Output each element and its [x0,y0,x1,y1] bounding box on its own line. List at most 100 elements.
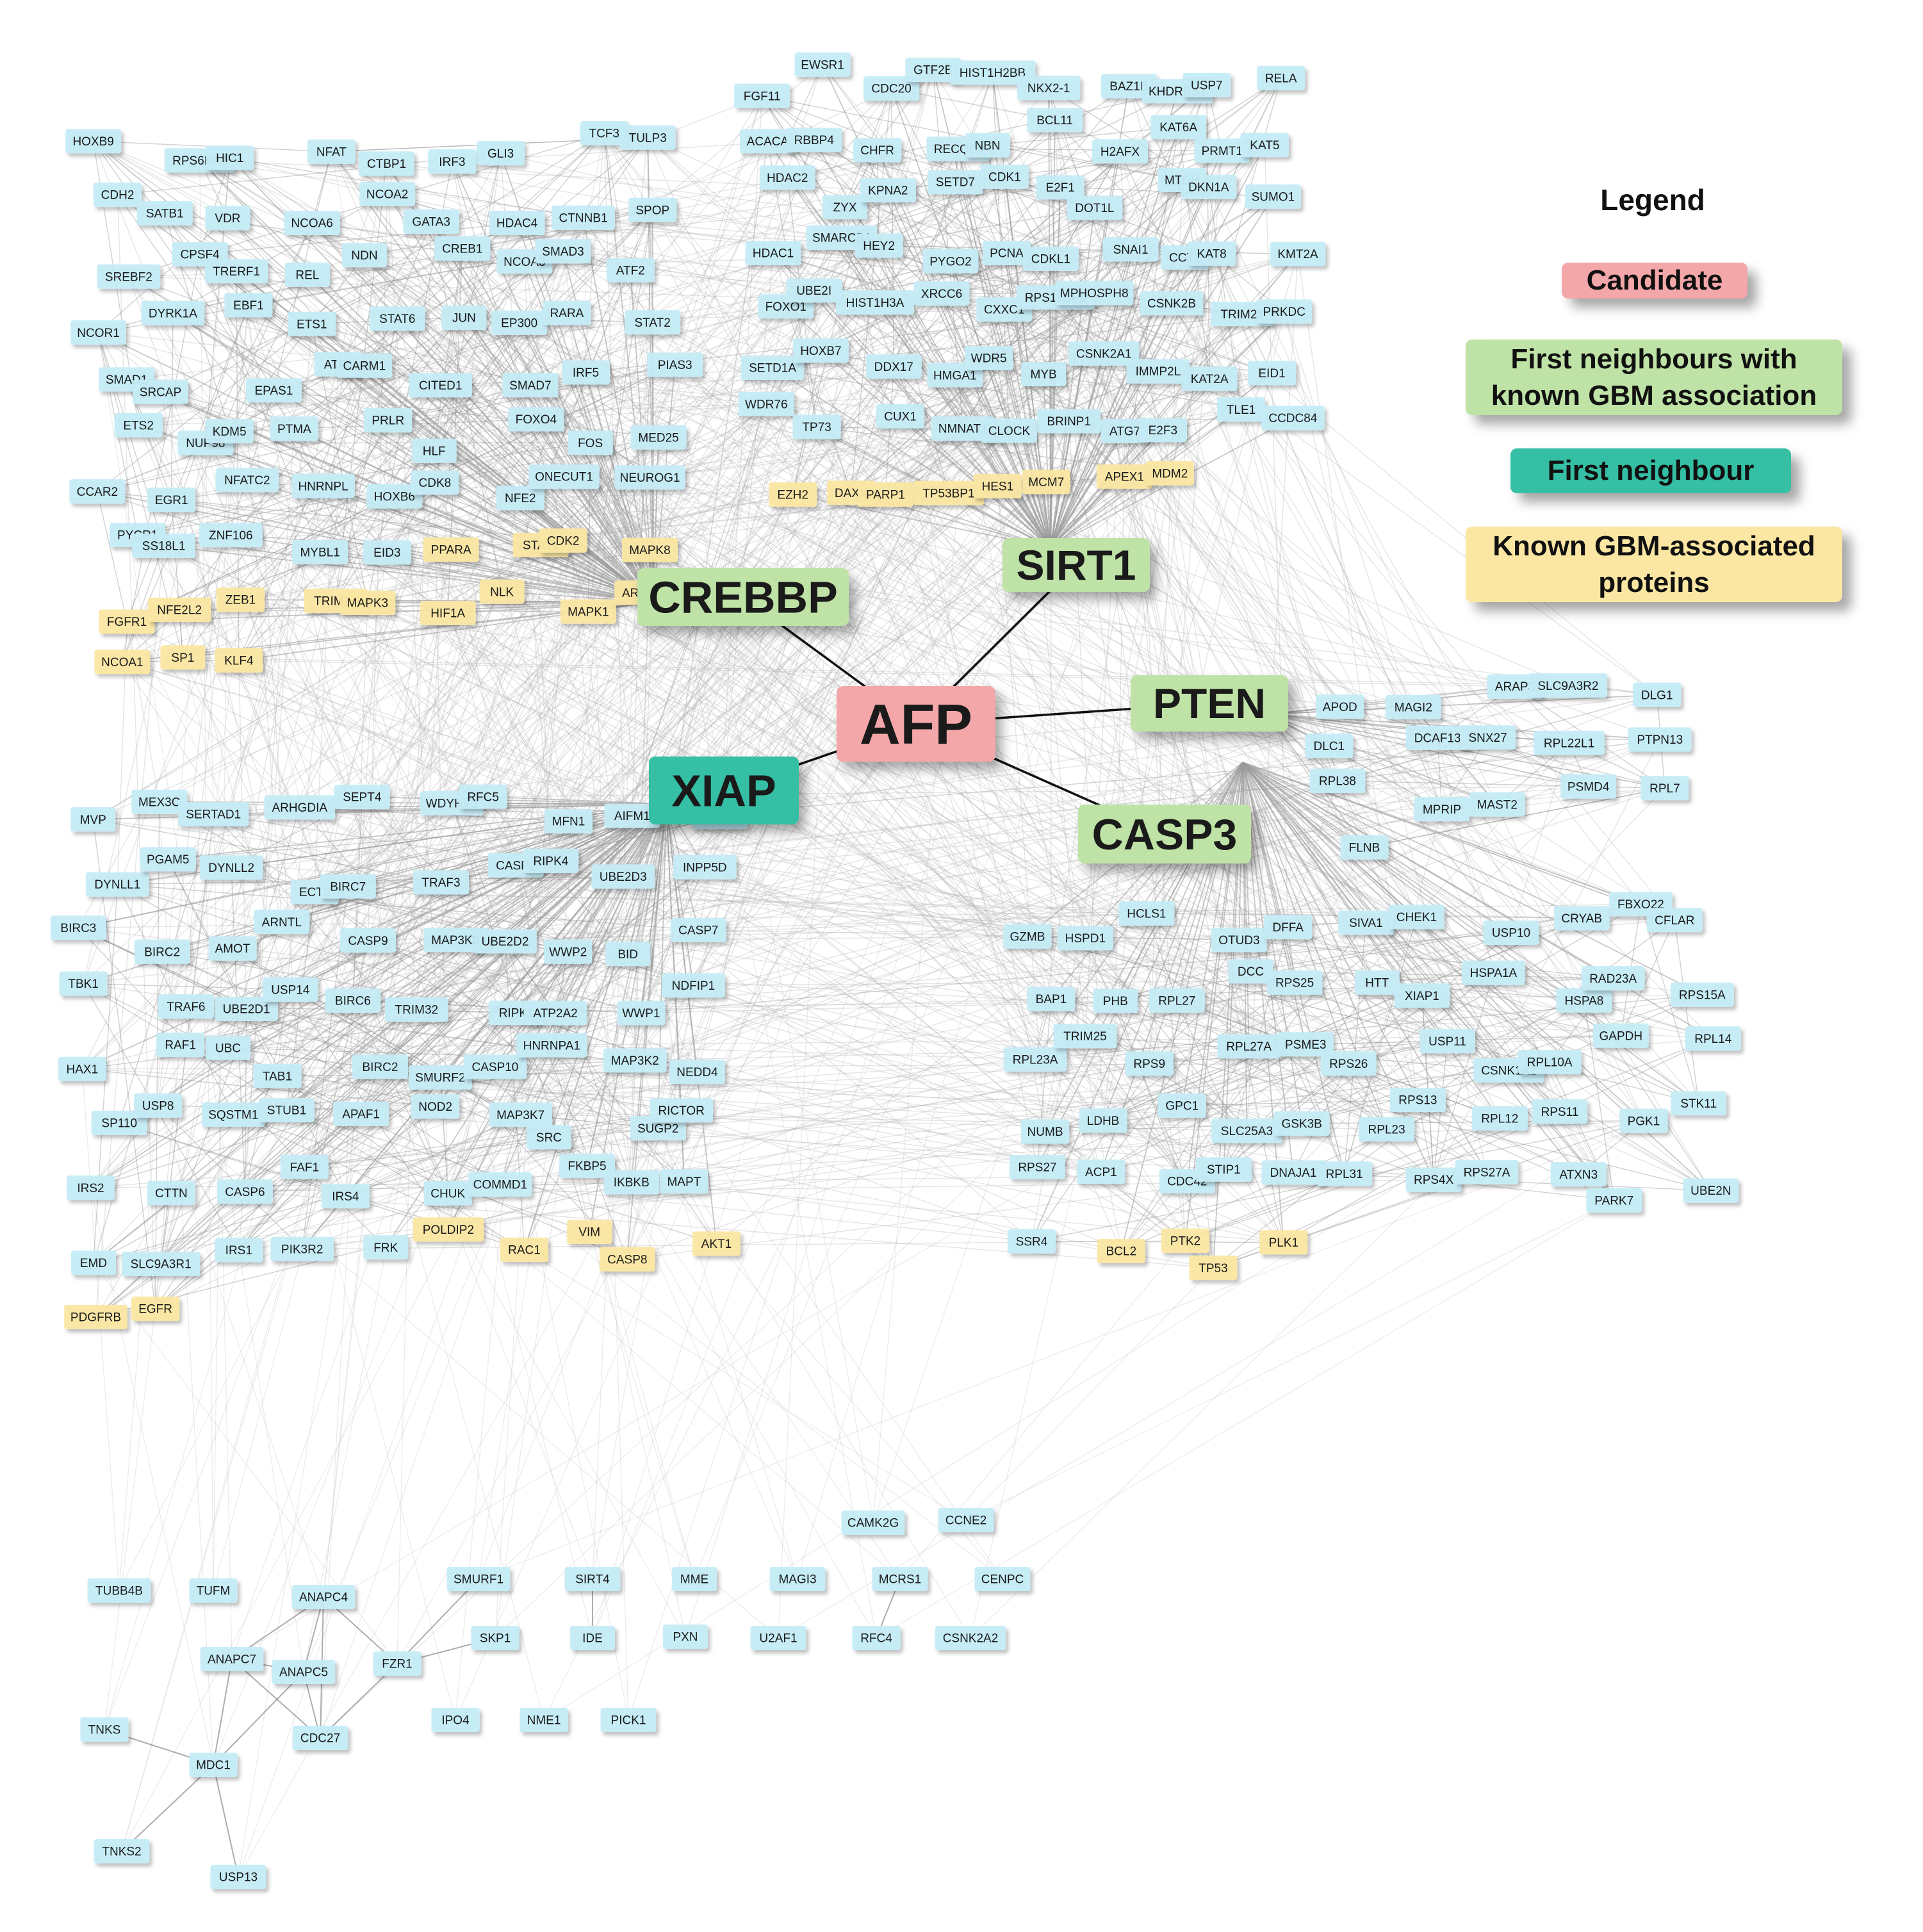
bg-edge [227,176,1005,1049]
protein-node: EID1 [1247,361,1297,386]
protein-node-box [428,149,477,174]
protein-node-box [284,210,340,235]
known-gbm-node: EZH2 [769,482,817,507]
cluster-edge [1242,762,1345,1174]
bg-edge [335,600,1214,1268]
protein-node-box [1534,730,1605,755]
protein-node: TRIM32 [384,997,448,1022]
protein-node-box [1017,76,1081,101]
intra-edge [205,158,231,443]
protein-node-label: DYRK1A [149,307,197,320]
bg-edge [98,332,1434,1181]
protein-node: KDM5 [205,419,254,444]
hub-node-casp3-label: CASP3 [1092,810,1238,859]
bg-edge [331,151,721,817]
protein-node: PGK1 [1619,1108,1668,1133]
bg-edge [965,1267,1214,1521]
intra-edge [1329,745,1498,805]
protein-node-label: RPS15A [1679,988,1726,1002]
bg-edge [997,486,1046,1132]
intra-edge [78,927,247,1010]
protein-node-box [516,1033,587,1058]
bg-edge [179,609,1003,1580]
protein-node: MAPT [660,1169,708,1194]
known-gbm-node-box [1097,1238,1145,1263]
intra-edge [230,317,464,536]
known-gbm-node-label: MAPK8 [629,544,670,557]
protein-node-label: SUGP2 [637,1122,678,1136]
protein-node-box [70,320,126,345]
protein-node-box [1305,733,1354,758]
protein-node: DFFA [1264,915,1313,940]
intra-edge [885,311,1285,495]
bg-edge [128,276,348,887]
legend-known-gbm-proteins: Known GBM-associated proteins [1466,527,1842,602]
protein-node-box [1217,1034,1281,1059]
protein-node-box [508,407,564,432]
cluster-edge [1242,762,1494,974]
cluster-edge [171,499,654,603]
intra-edge [1301,1040,1448,1124]
protein-node-box [502,373,559,398]
protein-node-label: HDAC2 [767,172,808,185]
intra-edge [1583,1000,1615,1200]
protein-node: REL [284,262,330,287]
protein-node-label: WWP2 [549,946,587,959]
protein-node: USP11 [1420,1029,1475,1054]
protein-node-label: SLC9A3R1 [131,1258,192,1272]
protein-node-label: NDFIP1 [672,979,716,993]
protein-node-label: RPL23A [1013,1053,1058,1067]
protein-node-box [1101,418,1149,443]
bg-edge [551,404,767,1045]
intra-edge [277,1076,448,1194]
protein-node-box [792,338,849,363]
protein-node: EGR1 [147,487,196,512]
protein-node: NFATC2 [215,468,279,493]
protein-node: PTPN13 [1628,727,1692,752]
bg-edge [213,385,531,1591]
bg-edge [315,891,1417,918]
intra-edge [1045,1131,1186,1241]
intra-edge [1103,196,1273,354]
protein-node: CHUK [423,1181,472,1206]
bg-edge [183,657,1387,1130]
protein-node: TBK1 [59,971,108,996]
protein-node-box [463,1054,527,1079]
protein-node-box [384,997,448,1022]
protein-node-box [630,425,687,450]
known-gbm-node-label: SP1 [171,651,194,665]
protein-node: MYBL1 [292,539,348,564]
protein-node: H2AFX [1092,139,1148,164]
bg-edge [685,482,1047,1637]
bg-edge [550,860,1240,940]
hub-node-crebbp: CREBBP [637,568,849,626]
known-gbm-node: PARP1 [857,482,913,507]
protein-node-label: EBF1 [233,299,264,313]
bg-edge [299,806,1045,1133]
protein-node-box [982,241,1031,266]
protein-node-box [794,52,851,77]
intra-edge [1366,922,1699,1104]
intra-edge [244,882,442,1192]
protein-node-label: USP7 [1191,79,1223,93]
protein-node: RPL7 [1641,776,1689,801]
bg-edge [304,257,1186,1168]
bg-edge [452,161,1185,258]
bg-edge [675,364,874,1523]
known-gbm-node-label: PPARA [431,544,471,557]
protein-node-box [1670,982,1734,1007]
protein-node: COMMD1 [468,1172,532,1197]
protein-node-label: STK11 [1680,1097,1717,1111]
known-gbm-node-label: MDM2 [1152,467,1188,480]
intra-edge [1120,922,1366,1252]
isolated-protein-node-box [600,1708,657,1732]
isolated-protein-node-box [210,1865,266,1889]
known-gbm-node-box [1022,470,1070,495]
protein-node-label: SSR4 [1016,1235,1048,1248]
hub-node-casp3-box [1078,805,1251,864]
protein-node: PRLR [364,408,413,433]
protein-node: KPNA2 [860,177,916,202]
known-gbm-node-box [1259,1230,1308,1255]
protein-node: SIVA1 [1338,910,1394,935]
protein-node: NDN [341,243,387,268]
